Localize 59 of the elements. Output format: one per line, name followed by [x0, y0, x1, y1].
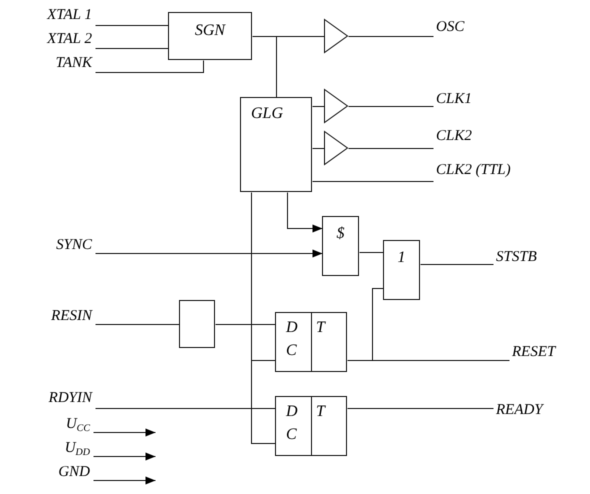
signal-line: [348, 36, 434, 37]
signal-line: [312, 106, 325, 107]
buffer-triangle: [324, 89, 348, 123]
signal-line: [95, 25, 169, 26]
flip-flop-block: [275, 396, 347, 456]
block-label: $: [336, 224, 344, 244]
pin-label: D: [286, 402, 298, 422]
signal-line: [251, 192, 276, 444]
pin-label: C: [286, 341, 297, 361]
gate-block: [383, 240, 420, 300]
empty-block: [179, 300, 215, 348]
signal-line: [347, 288, 384, 361]
signal-label: TANK: [56, 54, 92, 72]
signal-line: [95, 60, 204, 73]
signal-label: CLK2: [436, 127, 472, 145]
pin-label: D: [286, 318, 298, 338]
signal-line: [348, 106, 434, 107]
signal-line: [312, 148, 325, 149]
signal-label: RESET: [512, 343, 556, 361]
signal-label: READY: [496, 401, 543, 419]
buffer-triangle: [324, 131, 348, 165]
signal-label: OSC: [436, 18, 464, 36]
signal-line: [312, 181, 434, 182]
block-label: 1: [398, 248, 406, 268]
arrow: [287, 192, 323, 232]
block-label: GLG: [251, 104, 284, 124]
signal-line: [359, 252, 384, 253]
signal-label: STSTB: [496, 248, 537, 266]
pin-label: T: [316, 318, 325, 338]
signal-line: [348, 148, 434, 149]
arrow: [93, 452, 156, 460]
signal-label: CLK2 (TTL): [436, 161, 511, 179]
signal-line: [95, 408, 276, 409]
signal-label: U$_{CC}$: [66, 415, 90, 433]
arrow: [93, 476, 156, 484]
signal-label: XTAL 1: [47, 6, 92, 24]
arrow: [95, 250, 323, 258]
function-block: [240, 97, 312, 192]
block-label: SGN: [194, 21, 226, 41]
signal-label: SYNC: [56, 236, 92, 254]
signal-line: [420, 264, 494, 265]
signal-label: RESIN: [51, 307, 92, 325]
signal-line: [95, 48, 169, 49]
pin-label: T: [316, 402, 325, 422]
flip-flop-block: [275, 312, 347, 372]
signal-label: RDYIN: [48, 389, 92, 407]
signal-line: [95, 324, 180, 325]
signal-line: [252, 36, 277, 98]
function-block: [168, 12, 252, 60]
arrow: [93, 428, 156, 436]
signal-label: GND: [58, 463, 90, 481]
signal-line: [347, 408, 494, 409]
gate-block: [322, 216, 359, 276]
buffer-triangle: [324, 19, 348, 53]
signal-label: CLK1: [436, 90, 472, 108]
signal-label: U$_{DD}$: [64, 439, 90, 457]
signal-line: [215, 324, 276, 325]
pin-label: C: [286, 425, 297, 445]
signal-label: XTAL 2: [47, 30, 92, 48]
